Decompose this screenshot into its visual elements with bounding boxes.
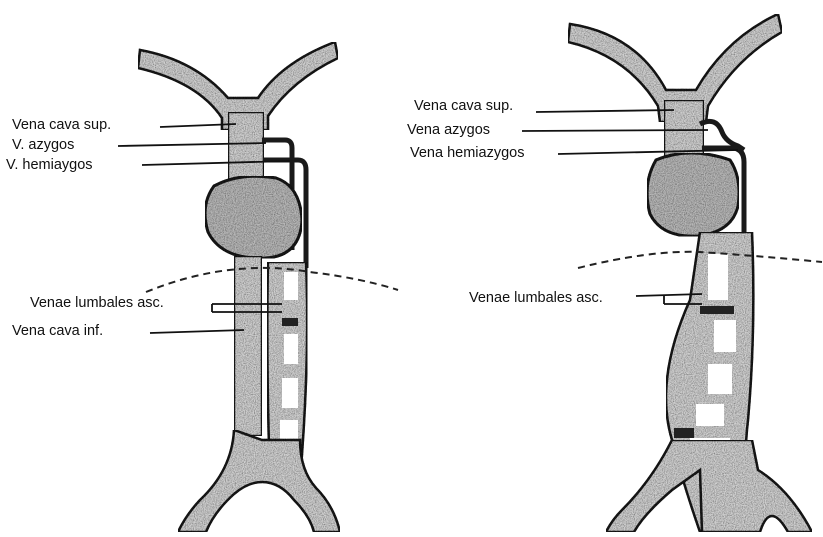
right-iliac-bifurcation <box>606 440 812 532</box>
label-v-hemiazygos-left: V. hemiaygos <box>6 158 93 173</box>
label-vena-cava-inf-left: Vena cava inf. <box>12 324 103 339</box>
label-vena-cava-sup-right: Vena cava sup. <box>414 99 513 114</box>
left-heart <box>205 176 302 258</box>
label-vena-azygos-right: Vena azygos <box>407 123 490 138</box>
left-iliac-bifurcation <box>178 430 340 532</box>
left-inferior-vena-cava <box>234 256 262 436</box>
label-v-azygos-left: V. azygos <box>12 138 74 153</box>
label-vena-cava-sup-left: Vena cava sup. <box>12 118 111 133</box>
label-venae-lumbales-left: Venae lumbales asc. <box>30 296 164 311</box>
label-vena-hemiazygos-right: Vena hemiazygos <box>410 146 524 161</box>
label-venae-lumbales-right: Venae lumbales asc. <box>469 291 603 306</box>
left-figure <box>118 42 398 532</box>
left-superior-vena-cava <box>228 112 264 180</box>
right-heart <box>647 153 739 236</box>
right-figure <box>522 14 822 532</box>
